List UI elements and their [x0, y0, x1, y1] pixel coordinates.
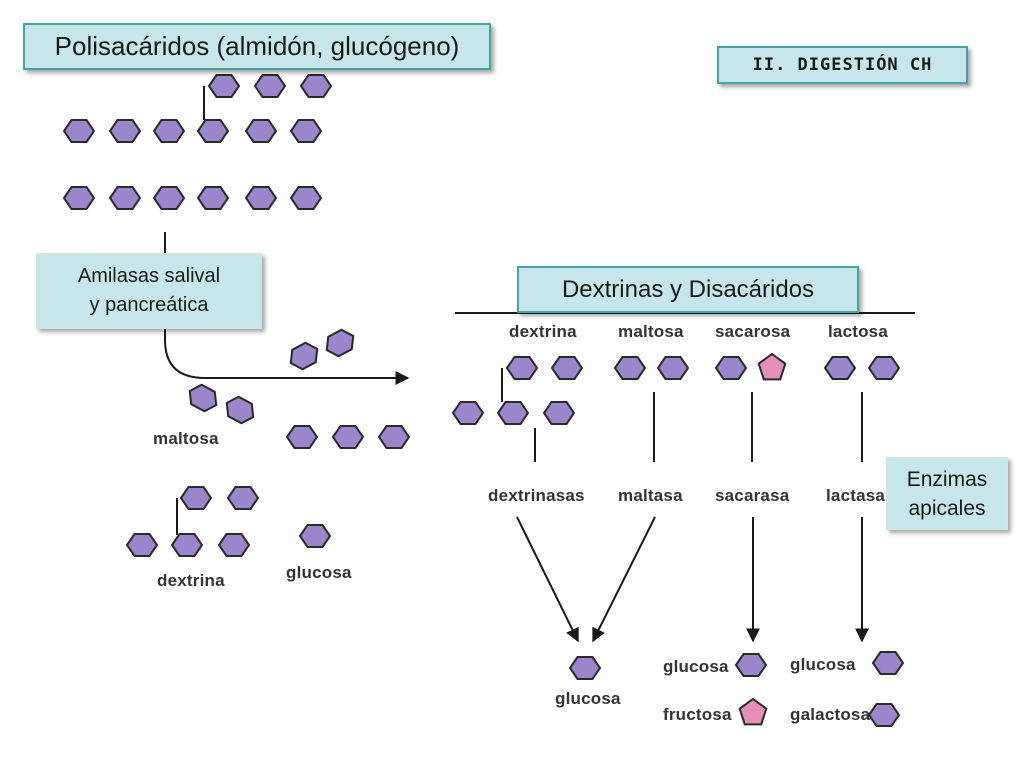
column-dextrina-label: dextrina [509, 322, 577, 341]
hexagon-dextrin-column-chain [496, 401, 530, 425]
hexagon-chain-unit [289, 186, 323, 210]
hexagon-trisaccharide-unit [285, 425, 319, 449]
hexagon-chain-unit [196, 186, 230, 210]
hexagon-lactose-column-unit [867, 356, 901, 380]
result-fructosa-label: fructosa [663, 705, 732, 724]
result-glucosa-sacarosa-label: glucosa [663, 657, 729, 676]
result-glucosa-center-label: glucosa [555, 689, 621, 708]
pentagon-sucrose-fructose-unit [757, 352, 787, 381]
hexagon-chain-unit [108, 186, 142, 210]
hexagon-chain-unit [62, 119, 96, 143]
enzyme-maltasa-label: maltasa [618, 486, 683, 505]
pentagon-result-fructose [738, 697, 768, 726]
hexagon-branch-unit [253, 74, 287, 98]
hexagon-dextrin-chain-unit [125, 533, 159, 557]
hexagon-product-unit [289, 341, 319, 371]
apical-enzymes-box: Enzimas apicales [886, 457, 1008, 530]
hexagon-dextrin-column-branch [550, 356, 584, 380]
products-title: Dextrinas y Disacáridos [561, 275, 815, 303]
hexagon-dextrin-chain-unit [170, 533, 204, 557]
section-label: II. DIGESTIÓN CH [752, 55, 933, 75]
section-label-box: II. DIGESTIÓN CH [717, 46, 968, 84]
hexagon-branch-unit [299, 74, 333, 98]
column-sacarosa-label: sacarosa [715, 322, 791, 341]
hexagon-trisaccharide-unit [331, 425, 365, 449]
hexagon-chain-unit [196, 119, 230, 143]
products-title-box: Dextrinas y Disacáridos [517, 266, 859, 313]
maltase-arrow [592, 516, 656, 643]
connector-lines [164, 86, 915, 643]
hexagon-maltose-unit [188, 383, 218, 413]
left-glucosa-label: glucosa [286, 563, 352, 582]
hexagon-trisaccharide-unit [377, 425, 411, 449]
result-galactosa-label: galactosa [790, 705, 871, 724]
hexagon-maltose-unit [225, 395, 255, 425]
hexagon-result-galactose [867, 703, 901, 727]
hexagon-chain-unit [244, 186, 278, 210]
hexagon-lactose-column-unit [823, 356, 857, 380]
enzyme-dextrinasas-label: dextrinasas [488, 486, 585, 505]
amylase-line-2: y pancreática [89, 294, 209, 316]
amylase-arrow [164, 232, 410, 385]
hexagon-dextrin-branch-unit [226, 486, 260, 510]
enzymes-line-1: Enzimas [906, 467, 988, 491]
hexagon-branch-unit [207, 74, 241, 98]
amylase-line-1: Amilasas salival [77, 265, 221, 287]
column-maltosa-label: maltosa [618, 322, 684, 341]
hexagon-result-glucose [568, 656, 602, 680]
amylase-box: Amilasas salival y pancreática [36, 253, 262, 329]
hexagon-maltose-column-unit [613, 356, 647, 380]
hexagon-chain-unit [108, 119, 142, 143]
dextrinase-arrow [516, 516, 579, 643]
left-maltosa-label: maltosa [153, 429, 219, 448]
hexagon-result-glucose-lactose [871, 651, 905, 675]
hexagon-dextrin-chain-unit [217, 533, 251, 557]
result-glucosa-lactosa-label: glucosa [790, 655, 856, 674]
left-dextrina-label: dextrina [157, 571, 225, 590]
hexagon-maltose-column-unit [656, 356, 690, 380]
hexagon-dextrin-column-chain [542, 401, 576, 425]
polysaccharides-title-box: Polisacáridos (almidón, glucógeno) [23, 23, 491, 70]
hexagon-dextrin-branch-unit [179, 486, 213, 510]
column-lactosa-label: lactosa [828, 322, 888, 341]
enzyme-lactasa-label: lactasa [826, 486, 885, 505]
hexagon-dextrin-column-chain [451, 401, 485, 425]
hexagon-glucose-left [298, 524, 332, 548]
enzyme-sacarasa-label: sacarasa [715, 486, 790, 505]
hexagon-dextrin-column-branch [505, 356, 539, 380]
molecules [62, 74, 905, 727]
hexagon-chain-unit [62, 186, 96, 210]
hexagon-product-unit [325, 328, 355, 358]
hexagon-chain-unit [152, 186, 186, 210]
polysaccharides-title: Polisacáridos (almidón, glucógeno) [54, 31, 460, 61]
hexagon-chain-unit [289, 119, 323, 143]
hexagon-result-glucose-sucrose [734, 653, 768, 677]
hexagon-chain-unit [244, 119, 278, 143]
hexagon-chain-unit [152, 119, 186, 143]
hexagon-sucrose-glucose-unit [714, 356, 748, 380]
enzymes-line-2: apicales [908, 496, 986, 520]
